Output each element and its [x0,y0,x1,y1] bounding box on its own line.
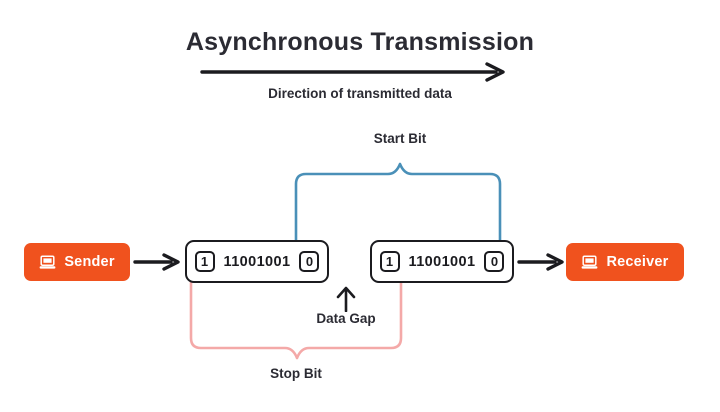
receiver-link-arrow-icon [517,253,564,271]
laptop-icon [39,254,56,269]
data-gap-arrow-icon [336,286,356,312]
start-bit-box: 1 [379,251,400,272]
start-bit-label: Start Bit [373,131,427,146]
sender-link-arrow-icon [133,253,180,271]
laptop-icon [582,254,598,269]
data-gap-label: Data Gap [316,311,376,326]
receiver-node[interactable]: Receiver [566,243,684,281]
start-bit-box: 1 [194,251,215,272]
receiver-label: Receiver [606,254,669,270]
stop-bit-box: 0 [484,251,505,272]
start-bit-brace [294,162,502,244]
stop-bit-box: 0 [299,251,320,272]
direction-caption: Direction of transmitted data [268,86,452,101]
direction-arrow-icon [200,62,505,82]
sender-label: Sender [64,254,115,270]
data-frame: 1 11001001 0 [185,240,329,283]
payload-bits: 11001001 [223,253,291,270]
data-frame: 1 11001001 0 [370,240,514,283]
stop-bit-label: Stop Bit [270,366,322,381]
payload-bits: 11001001 [408,253,476,270]
page-title: Asynchronous Transmission [185,28,535,56]
sender-node[interactable]: Sender [24,243,130,281]
stop-bit-brace [189,280,403,360]
